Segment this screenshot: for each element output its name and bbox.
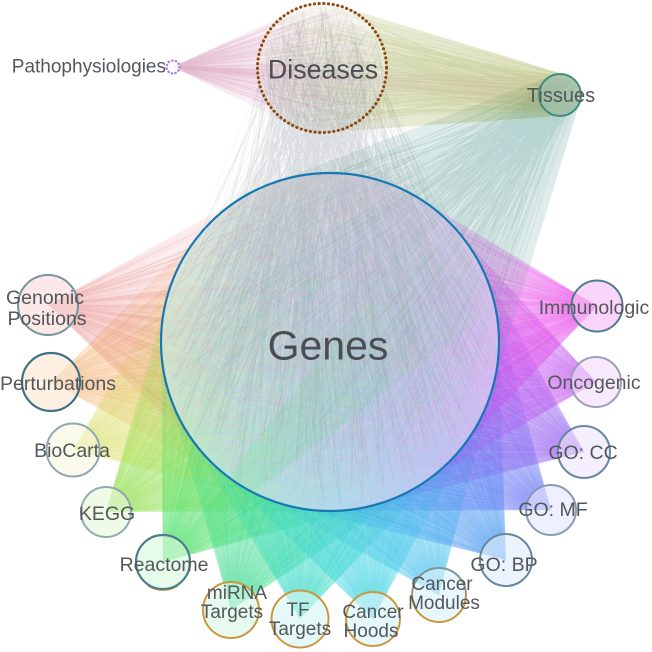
svg-text:Hoods: Hoods bbox=[344, 621, 399, 642]
svg-text:GO: CC: GO: CC bbox=[548, 442, 617, 464]
svg-text:KEGG: KEGG bbox=[79, 503, 135, 525]
svg-text:Reactome: Reactome bbox=[120, 554, 209, 576]
svg-text:GO: BP: GO: BP bbox=[470, 554, 537, 576]
svg-text:Modules: Modules bbox=[408, 593, 480, 614]
svg-text:Tissues: Tissues bbox=[527, 85, 595, 107]
svg-text:Perturbations: Perturbations bbox=[0, 373, 116, 395]
svg-text:TF: TF bbox=[286, 600, 309, 621]
svg-text:Cancer: Cancer bbox=[411, 574, 473, 595]
svg-text:Targets: Targets bbox=[269, 619, 331, 640]
svg-text:BioCarta: BioCarta bbox=[34, 440, 110, 462]
svg-text:Immunologic: Immunologic bbox=[539, 297, 650, 319]
svg-text:GO: MF: GO: MF bbox=[518, 499, 587, 521]
svg-text:Genomic: Genomic bbox=[6, 287, 84, 309]
svg-text:Cancer: Cancer bbox=[342, 602, 404, 623]
svg-text:Positions: Positions bbox=[7, 308, 86, 330]
svg-text:Diseases: Diseases bbox=[268, 55, 378, 85]
svg-text:Genes: Genes bbox=[268, 323, 389, 369]
svg-text:Oncogenic: Oncogenic bbox=[547, 372, 640, 394]
svg-text:Pathophysiologies: Pathophysiologies bbox=[12, 57, 166, 78]
svg-text:Targets: Targets bbox=[201, 602, 263, 623]
svg-text:miRNA: miRNA bbox=[207, 583, 267, 604]
